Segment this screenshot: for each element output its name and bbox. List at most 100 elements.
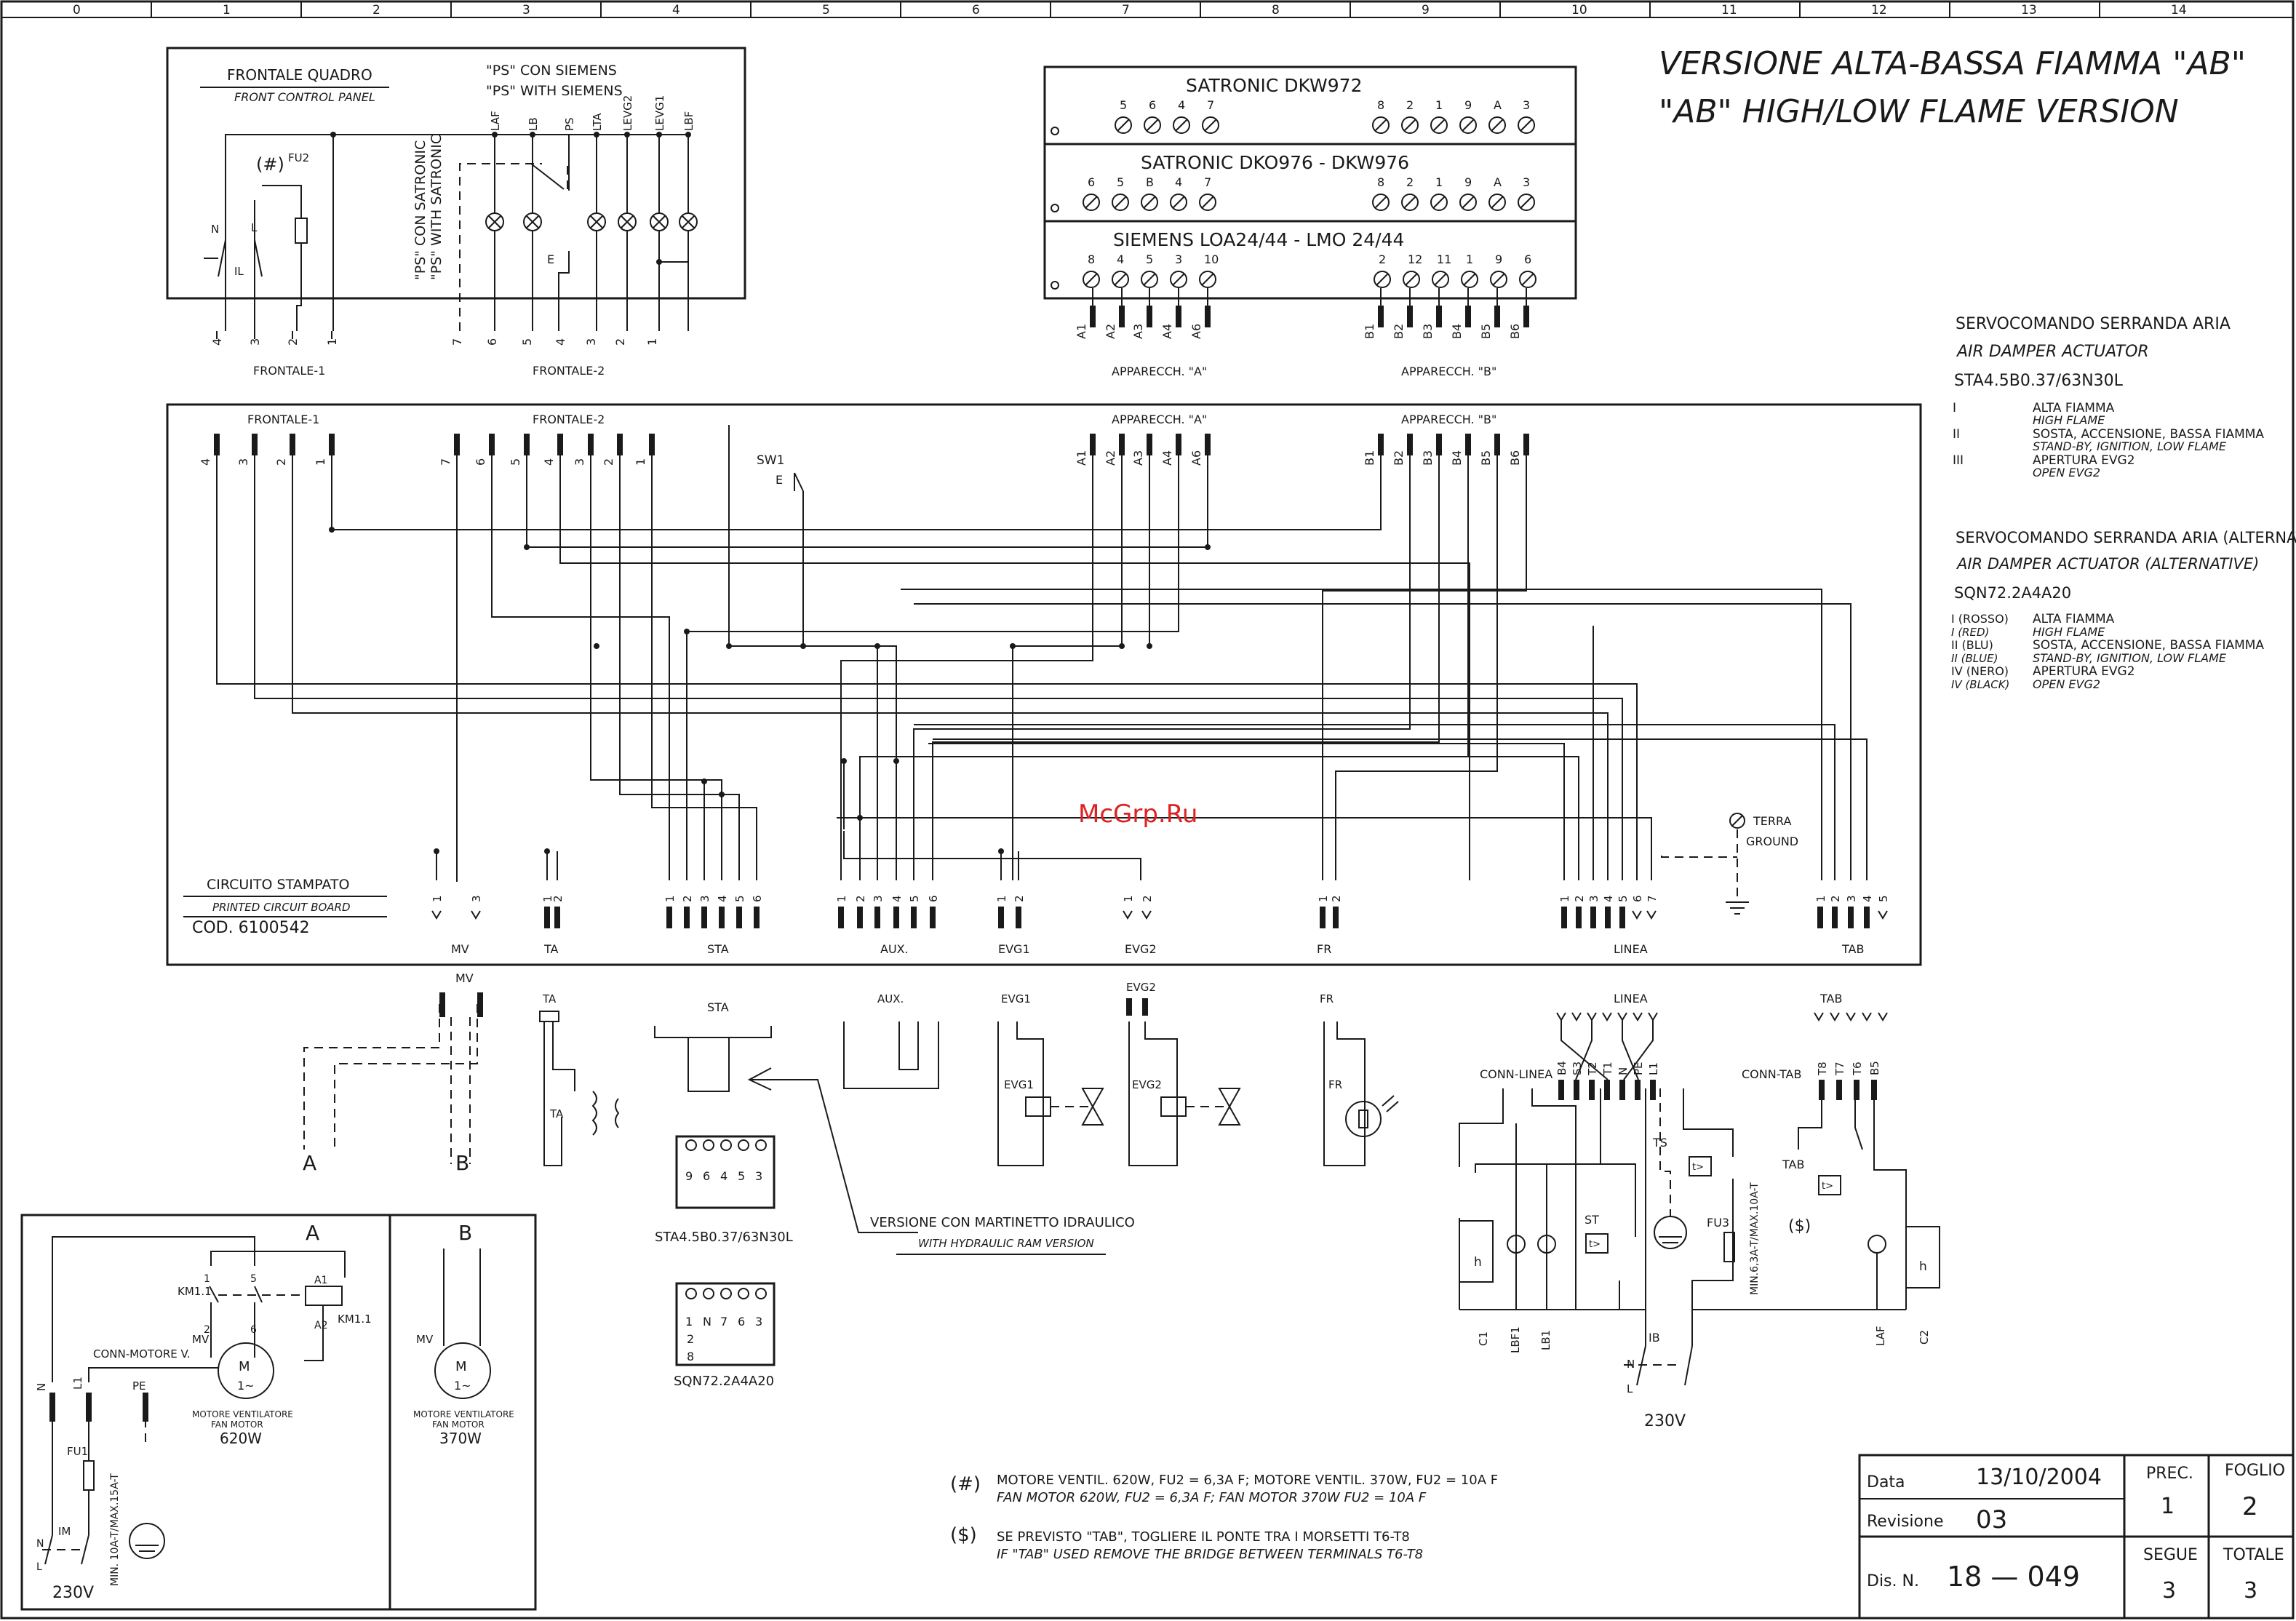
drawing-number: 18 — 049 [1947, 1561, 2080, 1593]
app-b-terminal [1407, 306, 1413, 327]
act1-en-1: STAND-BY, IGNITION, LOW FLAME [2033, 439, 2227, 453]
pcb-sta-pin-5: 5 [733, 895, 746, 902]
relay-terminal [1430, 116, 1448, 134]
ps-e-label: E [547, 252, 554, 266]
linea-terminal [1635, 1080, 1641, 1100]
km-pin1: 1 [204, 1273, 210, 1285]
motor-a-desc-en: FAN MOTOR [211, 1419, 263, 1430]
tab-terminal [1836, 1080, 1842, 1100]
relay-1-left-pin-4: 4 [1175, 175, 1182, 189]
act2-en-2: OPEN EVG2 [2033, 677, 2100, 691]
pcb-bottom-terminal [911, 907, 917, 928]
pcb-app-a-terminal [1119, 434, 1125, 455]
app-a-terminal [1119, 306, 1125, 327]
pcb-frontale1: FRONTALE-1 [247, 413, 319, 426]
relay-1-right-pin-8: 8 [1377, 175, 1384, 189]
pcb-frontale2: FRONTALE-2 [533, 413, 605, 426]
act2-it-2: APERTURA EVG2 [2033, 664, 2135, 679]
evg1-coil [1025, 1096, 1051, 1117]
pcb-conn-label-tab: TAB [1841, 942, 1864, 956]
relay-2-right-pin-6: 6 [1524, 252, 1531, 266]
pcb-bottom-terminal [838, 907, 844, 928]
pcb-bottom-terminal [666, 907, 672, 928]
ruler-col-10: 10 [1571, 3, 1587, 17]
pcb-app-a-pin-a4: A4 [1160, 450, 1174, 466]
sheet-value: 2 [2242, 1492, 2258, 1521]
pcb-trace [590, 455, 722, 880]
watermark: McGrp.Ru [1078, 800, 1197, 829]
km-pin6: 6 [250, 1324, 257, 1336]
front-panel-subtitle: FRONT CONTROL PANEL [234, 90, 375, 104]
ts-label: TS [1652, 1136, 1667, 1150]
fan-motor-370w-symbol [434, 1342, 491, 1399]
relay-2-right-pin-12: 12 [1408, 252, 1422, 266]
pcb-app-b-pin-b5: B5 [1479, 450, 1493, 466]
conn-linea-label: CONN-LINEA [1480, 1067, 1552, 1081]
ruler-col-0: 0 [73, 3, 81, 17]
sta-block-pin-4: 4 [720, 1169, 728, 1183]
ruler-col-14: 14 [2171, 3, 2187, 17]
field-linea-label: LINEA [1614, 992, 1648, 1005]
linea-pin-t2: T2 [1586, 1062, 1599, 1076]
pcb-junction [594, 643, 599, 649]
pcb-junction [544, 848, 550, 854]
motor-b-power: 370W [439, 1430, 482, 1447]
switch-il-label: IL [234, 265, 244, 278]
pcb-subtitle: PRINTED CIRCUIT BOARD [212, 901, 351, 914]
pcb-app-b-pin-b2: B2 [1392, 450, 1406, 466]
note2-en: IF "TAB" USED REMOVE THE BRIDGE BETWEEN … [997, 1547, 1423, 1562]
app-b-pin-b6: B6 [1508, 324, 1522, 339]
app-a-pin-a2: A2 [1104, 324, 1117, 339]
ts-symbol: t> [1692, 1162, 1704, 1173]
relay-1-left-pin-5: 5 [1117, 175, 1124, 189]
pcb-bottom-terminal [874, 907, 880, 928]
relay-terminal [1432, 271, 1449, 288]
pcb-bottom-terminal [701, 907, 707, 928]
pcb-junction [800, 643, 806, 649]
pcb-bottom-terminal [1320, 907, 1326, 928]
pcb-bottom-terminal [754, 907, 760, 928]
relay-0-right-pin-1: 1 [1435, 98, 1443, 112]
pcb-frontale2-pin-3: 3 [573, 458, 586, 466]
pcb-mv-pin-1: 1 [431, 895, 444, 902]
pcb-app-a-pin-a6: A6 [1189, 450, 1203, 466]
notes: (#) MOTORE VENTIL. 620W, FU2 = 6,3A F; M… [950, 1473, 1498, 1562]
actuator1-model: STA4.5B0.37/63N30L [1954, 372, 2124, 390]
pcb-frontale1-pin-2: 2 [274, 458, 288, 466]
pcb-tab-pin-4: 4 [1861, 895, 1874, 902]
pcb-sta-pin-1: 1 [663, 895, 677, 902]
pcb-bottom-terminal [554, 907, 560, 928]
st-label: ST [1585, 1213, 1599, 1227]
pcb-bottom-terminal-open [1123, 910, 1133, 920]
pcb-trace [803, 645, 897, 880]
linea-terminal [1558, 1080, 1564, 1100]
pcb-frontale2-pin-4: 4 [542, 458, 556, 466]
motor-a-desc-it: MOTORE VENTILATORE [192, 1409, 293, 1419]
pcb-app-b-terminal [1465, 434, 1471, 455]
ruler-col-12: 12 [1871, 3, 1887, 17]
pcb-app-a-terminal [1176, 434, 1181, 455]
km-coil-label: KM1.1 [338, 1313, 372, 1326]
pcb-bottom-terminal [719, 907, 725, 928]
pcb-junction [684, 629, 690, 634]
pcb-junction [1205, 544, 1211, 550]
title-english: "AB" HIGH/LOW FLAME VERSION [1659, 93, 2179, 130]
app-a-pin-a4: A4 [1160, 324, 1174, 339]
note2-it: SE PREVISTO "TAB", TOGLIERE IL PONTE TRA… [997, 1529, 1410, 1545]
prec-value: 1 [2161, 1494, 2175, 1519]
relay-2-right-pin-1: 1 [1466, 252, 1473, 266]
pcb-junction [1119, 643, 1125, 649]
fuse-fu2-symbol [295, 218, 308, 244]
relay-0-left-pin-6: 6 [1149, 98, 1156, 112]
lbf1-label: LBF1 [1509, 1326, 1522, 1353]
pcb-trace [491, 455, 670, 880]
laf-label: LAF [1874, 1326, 1887, 1346]
field-sta-label: STA [707, 1000, 729, 1014]
pcb-app-b-terminal [1494, 434, 1500, 455]
motor-b-mv-label: MV [416, 1333, 434, 1346]
relay-2-right-pin-9: 9 [1495, 252, 1502, 266]
sqn-block-pin-bottom-2: 2 [687, 1332, 694, 1346]
